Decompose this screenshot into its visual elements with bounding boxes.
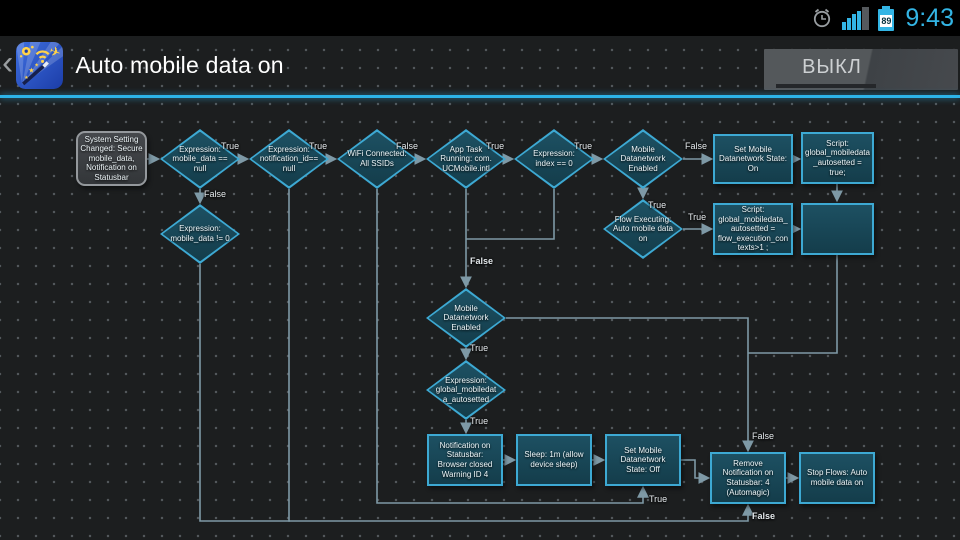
node-label: Expression: mobile_data != 0 — [170, 224, 230, 243]
node-label: Stop Flows: Auto mobile data on — [806, 468, 868, 487]
node-label — [803, 205, 872, 253]
node-label: Script: global_mobiledata_autosetted = t… — [805, 138, 870, 177]
flow-enabled-toggle[interactable]: ВЫКЛ — [764, 49, 958, 90]
sleep-1m-node[interactable]: Sleep: 1m (allow device sleep) — [516, 434, 592, 486]
remove-notification-node[interactable]: Remove Notification on Statusbar: 4 (Aut… — [710, 452, 786, 504]
flow-toggle-label: ВЫКЛ — [802, 56, 862, 78]
alarm-clock-icon — [814, 8, 831, 28]
signal-strength-icon — [842, 6, 870, 30]
expr-index-0-node[interactable]: Expression: index == 0 — [514, 129, 594, 189]
set-datanetwork-off-node[interactable]: Set Mobile Datanetwork State: Off — [605, 434, 681, 486]
node-label: Sleep: 1m (allow device sleep) — [524, 450, 584, 469]
actionbar-accent-divider — [0, 95, 960, 98]
battery-percent: 89 — [880, 14, 893, 27]
node-label: App Task Running: com. UCMobile.intl — [440, 144, 492, 173]
svg-text:★: ★ — [29, 67, 35, 75]
node-label: Expression: mobile_data == null — [172, 144, 228, 173]
wifi-connected-node[interactable]: WiFi Connected: All SSIDs — [337, 129, 417, 189]
node-label: Flow Executing: Auto mobile data on — [612, 214, 674, 243]
set-datanetwork-on-node[interactable]: Set Mobile Datanetwork State: On — [713, 134, 793, 184]
flow-edge-wifi-connected-to-set-datanetwork-off — [376, 189, 649, 504]
node-label: Expression: global_mobiledata_autosetted — [435, 375, 497, 404]
blank-action-node[interactable] — [801, 203, 874, 255]
flow-edge-set-datanetwork-off-to-remove-notification — [681, 459, 711, 484]
flow-edge-expr-mobile-data-not-0-to-remove-notification — [199, 264, 290, 522]
status-bar: 89 9:43 — [0, 0, 960, 36]
battery-icon: 89 — [878, 5, 895, 31]
expr-global-autosetted-node[interactable]: Expression: global_mobiledata_autosetted — [426, 360, 506, 420]
app-icon[interactable]: ✈ ★★ ★ — [16, 42, 64, 89]
svg-text:★: ★ — [25, 75, 30, 81]
action-bar: ‹ ✈ ★★ ★ — [0, 36, 960, 95]
page-title: Auto mobile data on — [75, 52, 284, 78]
system-setting-trigger-node[interactable]: System Setting Changed: Secure mobile_da… — [76, 131, 147, 186]
flow-edge-blank-action-to-remove-notification — [748, 255, 838, 354]
node-label: Notification on Statusbar: Browser close… — [437, 440, 493, 479]
back-icon[interactable]: ‹ — [2, 43, 14, 82]
mobile-datanetwork-enabled-top-node[interactable]: Mobile Datanetwork Enabled — [603, 129, 683, 189]
svg-text:✈: ✈ — [48, 43, 64, 61]
node-label: Mobile Datanetwork Enabled — [443, 303, 489, 332]
node-label: Mobile Datanetwork Enabled — [620, 144, 666, 173]
node-label: Set Mobile Datanetwork State: On — [718, 144, 788, 173]
expr-mobile-data-null-node[interactable]: Expression: mobile_data == null — [160, 129, 240, 189]
mobile-datanetwork-enabled-mid-node[interactable]: Mobile Datanetwork Enabled — [426, 288, 506, 348]
flow-executing-node[interactable]: Flow Executing: Auto mobile data on — [603, 199, 683, 259]
flow-edge-mobile-datanetwork-enabled-mid-to-remove-notification — [506, 317, 754, 453]
script-autosetted-contexts-node[interactable]: Script: global_mobiledata_autosetted = f… — [713, 203, 793, 255]
canvas-grid — [0, 36, 960, 540]
node-label: System Setting Changed: Secure mobile_da… — [80, 134, 143, 182]
notification-on-statusbar-node[interactable]: Notification on Statusbar: Browser close… — [427, 434, 503, 486]
status-clock: 9:43 — [905, 4, 954, 32]
node-label: Script: global_mobiledata_autosetted = f… — [717, 205, 789, 253]
app-task-running-node[interactable]: App Task Running: com. UCMobile.intl — [426, 129, 506, 189]
flow-edge-expr-notification-id-null-to-remove-notification — [288, 189, 754, 522]
node-label: Expression: notification_id==null — [259, 144, 319, 173]
expr-mobile-data-not-0-node[interactable]: Expression: mobile_data != 0 — [160, 204, 240, 264]
stop-flows-node[interactable]: Stop Flows: Auto mobile data on — [799, 452, 875, 504]
flow-edge-expr-index-0-to-mobile-datanetwork-enabled-mid — [466, 189, 555, 240]
node-label: Expression: index == 0 — [533, 149, 575, 168]
node-label: Set Mobile Datanetwork State: Off — [620, 445, 666, 474]
node-label: Remove Notification on Statusbar: 4 (Aut… — [722, 458, 774, 497]
node-label: WiFi Connected: All SSIDs — [347, 149, 407, 168]
script-autosetted-true-node[interactable]: Script: global_mobiledata_autosetted = t… — [801, 132, 874, 184]
expr-notification-id-null-node[interactable]: Expression: notification_id==null — [249, 129, 329, 189]
svg-text:★: ★ — [35, 63, 40, 69]
